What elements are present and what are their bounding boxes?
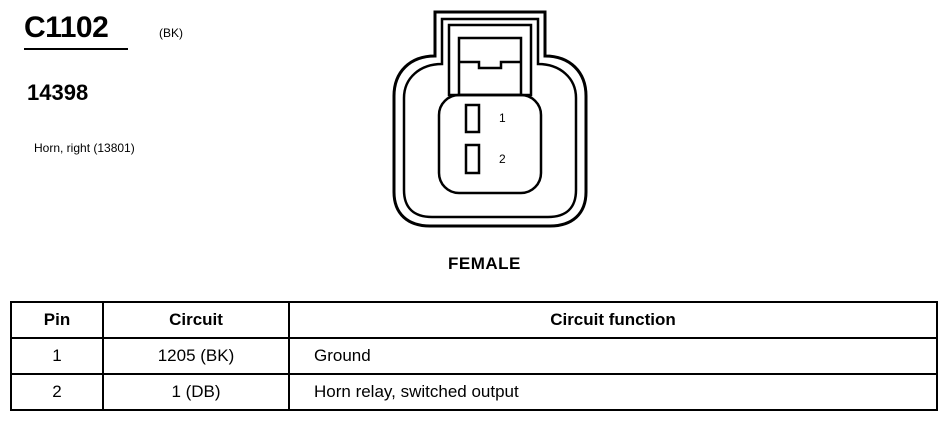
locking-tab-notch [459,60,521,70]
header-circuit-function: Circuit function [288,301,938,339]
terminal-cavity-block [437,93,543,195]
connector-face-drawing: 1 2 [392,10,588,228]
connector-id-underline [24,48,128,50]
cell-pin: 1 [10,337,104,375]
housing-inner [402,17,578,219]
cell-circuit-function: Ground [288,337,938,375]
pin-2-label: 2 [499,152,506,166]
part-number: 14398 [27,80,89,105]
table-row: 1 1205 (BK) Ground [10,337,938,375]
header-pin: Pin [10,301,104,339]
locking-tab-outer [447,23,533,97]
pin-table: Pin Circuit Circuit function 1 1205 (BK)… [10,301,938,411]
connector-gender-label: FEMALE [448,254,521,273]
housing-outer [392,10,588,228]
cell-circuit: 1 (DB) [102,373,290,411]
table-header-row: Pin Circuit Circuit function [10,301,938,339]
pin-1-terminal [464,103,481,134]
cell-circuit: 1205 (BK) [102,337,290,375]
component-description: Horn, right (13801) [34,141,135,155]
locking-tab-inner [457,36,523,97]
cell-circuit-function: Horn relay, switched output [288,373,938,411]
pin-1-label: 1 [499,111,506,125]
connector-id: C1102 [24,11,109,44]
table-row: 2 1 (DB) Horn relay, switched output [10,373,938,411]
cell-pin: 2 [10,373,104,411]
header-circuit: Circuit [102,301,290,339]
pin-2-terminal [464,143,481,175]
connector-color: (BK) [159,26,183,40]
